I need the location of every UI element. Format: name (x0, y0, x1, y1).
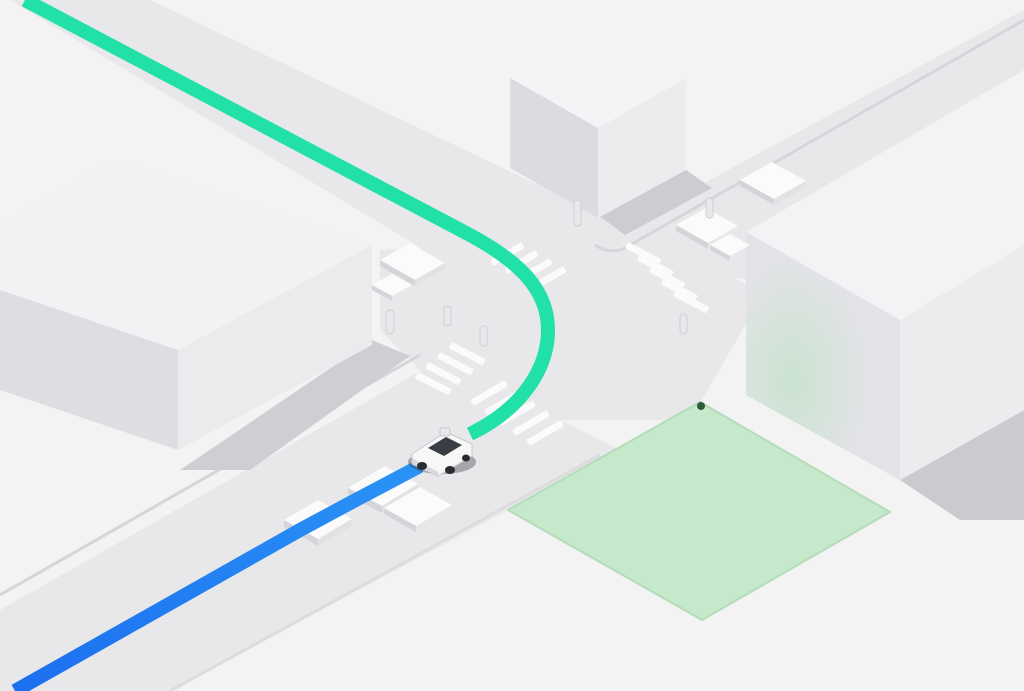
island-4 (676, 208, 738, 249)
bollard-icon (385, 309, 395, 335)
island-3 (740, 162, 806, 205)
building-right-shadow (900, 410, 1024, 520)
bollard-icon (679, 313, 688, 335)
road-cross-upper (580, 10, 1024, 280)
building-cube (510, 27, 712, 235)
building-left-top (0, 160, 372, 350)
crosswalk-east (625, 242, 710, 313)
crosswalk-west (415, 342, 486, 395)
building-left-front (0, 290, 178, 450)
vehicle-icon (408, 427, 476, 477)
building-cube-side (598, 78, 686, 218)
building-right-side (900, 245, 1024, 480)
island-7 (384, 487, 452, 532)
building-left-side (178, 245, 372, 450)
building-right (746, 70, 1024, 520)
bollard-icon (573, 199, 582, 227)
bollard-icon (705, 197, 714, 219)
building-left-shadow (180, 340, 410, 470)
pickup-pin-icon (697, 402, 705, 410)
curb-upper-right (594, 18, 1024, 253)
building-right-glow (746, 232, 900, 480)
island-2 (372, 274, 412, 301)
crosswalk-stripes (415, 242, 710, 446)
island-1 (380, 243, 445, 286)
routes (11, 0, 556, 691)
island-5 (710, 234, 750, 261)
bollard-icon (443, 305, 452, 327)
pickup-zone (507, 401, 891, 621)
bollards (385, 197, 714, 347)
pickup-zone-area (507, 401, 891, 621)
building-cube-top (510, 27, 686, 128)
route-planned (21, 0, 556, 441)
bollard-icon (479, 325, 488, 347)
route-traveled (11, 459, 424, 691)
building-left (0, 160, 410, 470)
curb-lower (169, 453, 601, 691)
building-cube-shadow (598, 170, 712, 235)
building-right-top (746, 70, 1024, 320)
building-cube-front (510, 78, 598, 218)
